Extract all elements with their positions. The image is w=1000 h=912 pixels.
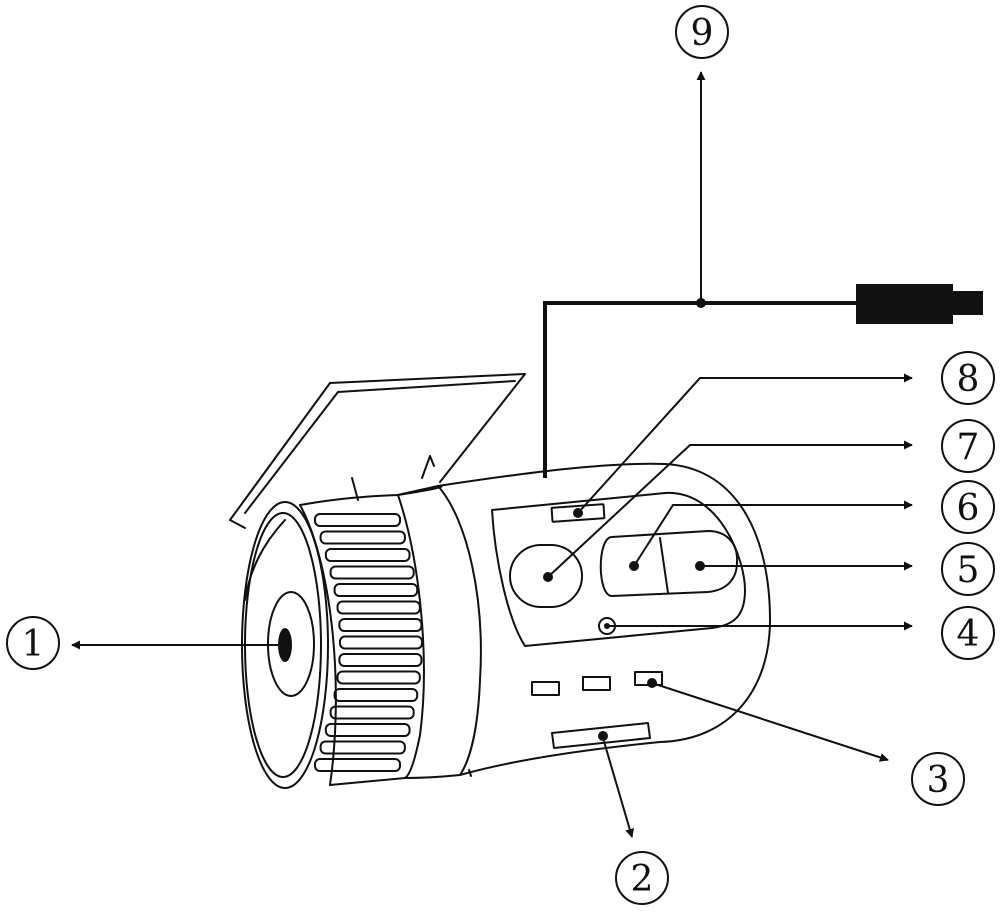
focus-ring-rib (314, 513, 401, 527)
callout-8: 8 (941, 351, 995, 405)
focus-ring-rib (338, 653, 423, 667)
leader-2 (602, 737, 635, 838)
callout-9: 9 (675, 5, 729, 59)
focus-ring (299, 494, 423, 786)
control-panel (491, 491, 746, 647)
callout-2: 2 (615, 851, 669, 905)
focus-ring-rib (324, 548, 411, 562)
plug-tip (953, 291, 983, 315)
callout-2-label: 2 (631, 859, 654, 900)
focus-ring-rib (319, 530, 406, 545)
callout-4: 4 (941, 606, 995, 660)
callout-4-label: 4 (957, 614, 980, 655)
callout-6: 6 (941, 480, 995, 534)
callout-3-label: 3 (927, 760, 950, 801)
leader-6 (633, 500, 913, 567)
power-cable (543, 284, 983, 478)
callout-6-label: 6 (957, 488, 980, 529)
focus-ring-rib (336, 670, 421, 685)
button-pair (599, 530, 739, 597)
camera-body (397, 462, 771, 779)
focus-ring-rib (329, 565, 415, 580)
callout-7: 7 (941, 419, 995, 473)
callout-labels: 1 2 3 4 5 6 7 8 (6, 5, 995, 905)
callout-7-label: 7 (957, 427, 980, 468)
focus-ring-rib (329, 705, 415, 720)
indicator-light-top (550, 503, 606, 523)
lens-aperture (278, 628, 292, 662)
focus-ring-rib (336, 600, 421, 615)
focus-ring-rib (333, 583, 419, 597)
slot-1 (531, 681, 560, 696)
leader-8 (577, 373, 913, 514)
button-left (509, 544, 583, 608)
callout-3: 3 (911, 752, 965, 806)
leader-3 (651, 682, 889, 762)
focus-ring-rib (338, 618, 423, 632)
callout-1-label: 1 (22, 624, 45, 665)
mount-bracket (229, 373, 526, 529)
lower-slots (468, 671, 663, 777)
focus-ring-rib (339, 635, 423, 650)
focus-ring-rib (324, 723, 411, 737)
leader-7 (547, 440, 913, 578)
slot-2 (582, 676, 611, 691)
callout-8-label: 8 (957, 359, 980, 400)
callout-5: 5 (941, 542, 995, 596)
plug-body (856, 284, 953, 324)
card-slot (551, 722, 651, 749)
callout-5-label: 5 (957, 550, 980, 591)
focus-ring-rib (319, 740, 406, 755)
focus-ring-rib (333, 688, 419, 702)
callout-lines (71, 71, 913, 838)
callout-1: 1 (6, 616, 60, 670)
focus-ring-rib (314, 758, 401, 772)
callout-9-label: 9 (691, 13, 714, 54)
